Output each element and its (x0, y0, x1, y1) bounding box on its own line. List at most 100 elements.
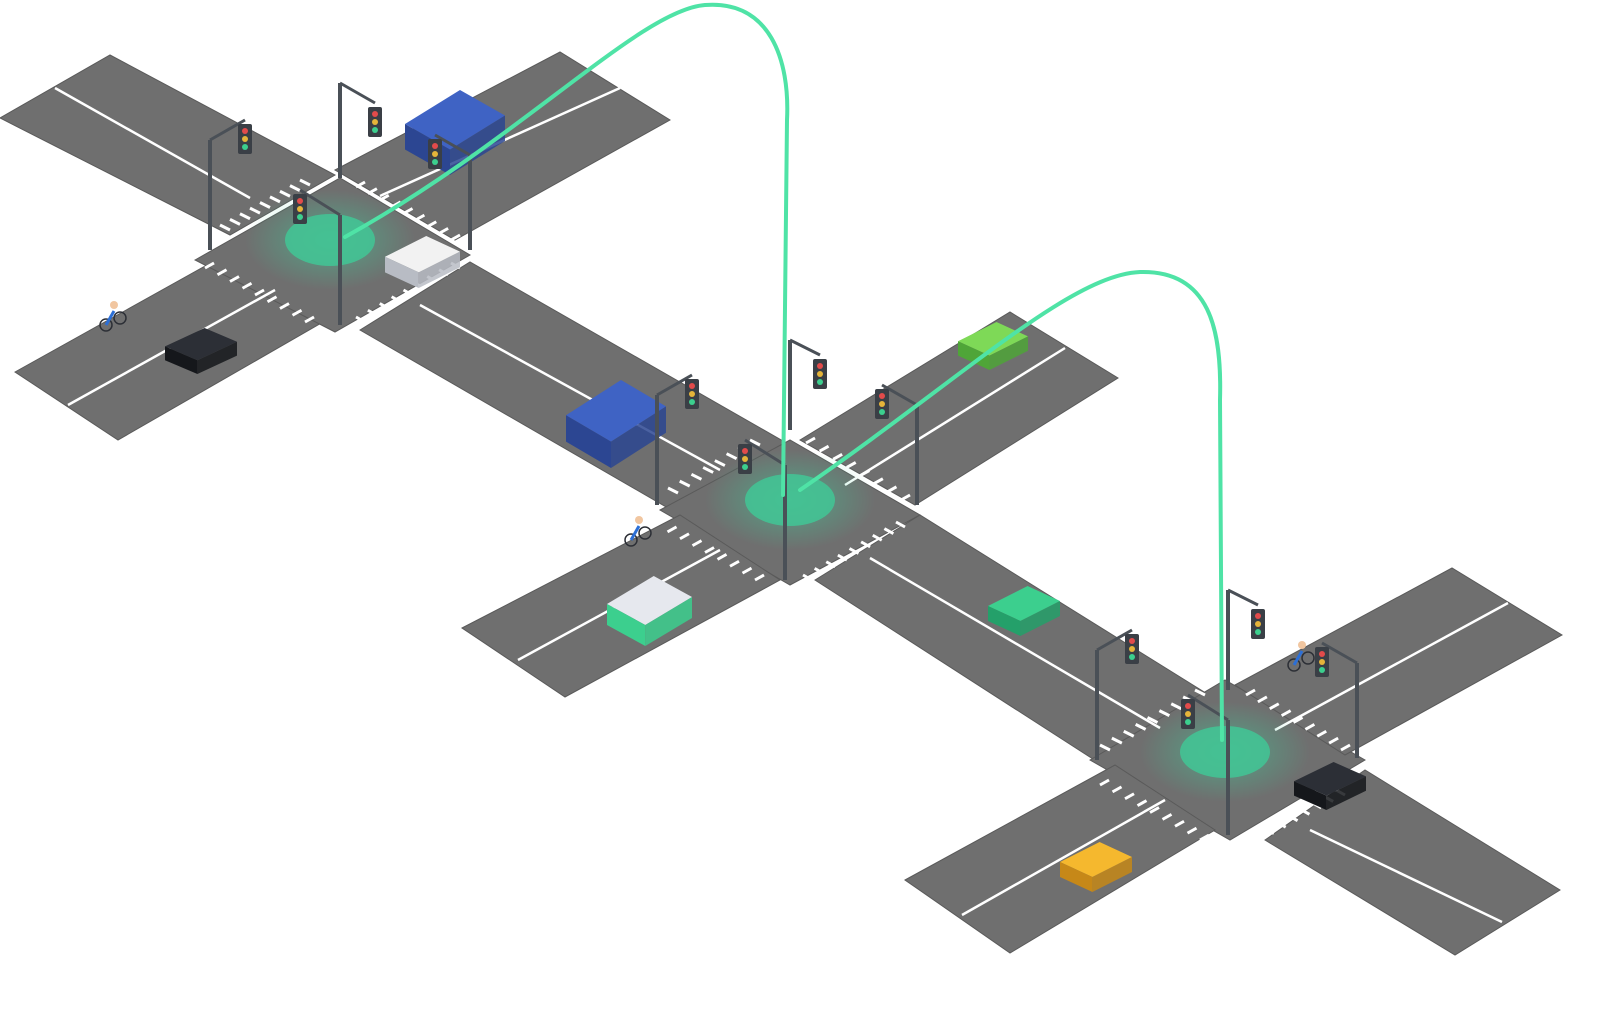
vehicle-car (385, 236, 460, 288)
traffic-light-arm (1096, 628, 1133, 652)
crosswalk-stripe (402, 207, 414, 215)
crosswalk-stripe (813, 567, 825, 575)
traffic-light-green (1319, 667, 1325, 673)
crosswalk-stripe (1194, 688, 1206, 697)
traffic-light-amber (817, 371, 823, 377)
crosswalk-stripe (304, 315, 315, 324)
crosswalk-stripe (654, 518, 665, 527)
crosswalk-stripe (1340, 743, 1351, 752)
traffic-light-arm (1321, 641, 1358, 665)
vehicle-car-roof (385, 236, 460, 273)
crosswalk-stripe (741, 566, 753, 575)
vehicle-van (607, 576, 692, 646)
vehicle-car (958, 322, 1028, 370)
traffic-light-green (372, 127, 378, 133)
cyclist-body (1292, 650, 1304, 666)
vehicle-car-front (418, 251, 460, 288)
crosswalk-stripe (749, 438, 761, 447)
traffic-light-red (689, 383, 695, 389)
traffic-light-green (817, 379, 823, 385)
crosswalk-stripe (254, 288, 265, 297)
crosswalk-stripe (1316, 729, 1327, 738)
cyclist-wheel (113, 311, 127, 325)
vehicle-truck-roof (405, 90, 505, 150)
crosswalk-stripe (289, 184, 301, 192)
road-network (0, 51, 1563, 956)
vehicle-van-side (607, 604, 646, 646)
vehicle-car-side (385, 256, 419, 288)
cyclist-wheel (638, 526, 652, 540)
traffic-light-amber (297, 206, 303, 212)
traffic-light-icon (208, 118, 252, 250)
crosswalk-stripe (825, 560, 836, 569)
crosswalk-stripe (848, 547, 860, 555)
traffic-light-amber (1255, 621, 1261, 627)
vehicle-taxi-front (1092, 857, 1132, 892)
crosswalk-stripe (438, 227, 449, 235)
crosswalk-stripe (229, 275, 240, 283)
traffic-light-red (242, 128, 248, 134)
cyclist-wheel (624, 533, 638, 547)
traffic-light-icon (293, 188, 342, 325)
traffic-light-red (817, 363, 823, 369)
crosswalk-stripe (1174, 819, 1185, 828)
crosswalk-stripe (1123, 729, 1135, 738)
vehicle-suv-front (1326, 776, 1366, 810)
crosswalk-stripe (1264, 827, 1275, 835)
traffic-light-red (742, 448, 748, 454)
crosswalk-stripe (379, 302, 390, 310)
crosswalk-stripe (1111, 785, 1123, 794)
traffic-light-amber (1129, 646, 1135, 652)
traffic-light-red (297, 198, 303, 204)
crosswalk-stripe (266, 295, 278, 304)
vehicles (99, 90, 1366, 892)
traffic-light-icon (1095, 628, 1139, 760)
connection-line (798, 269, 1224, 742)
vehicle-van-front (645, 597, 692, 646)
crosswalk-stripe (837, 553, 848, 562)
lane-line (419, 303, 721, 472)
crosswalk-stripe (1287, 814, 1299, 823)
lane-line (1274, 601, 1509, 732)
crosswalk-stripe (390, 295, 402, 304)
crosswalk-stripe (1146, 716, 1159, 724)
cyclist-wheel (1301, 651, 1315, 665)
lane-line (54, 86, 251, 200)
crosswalk-stripe (1158, 709, 1171, 717)
connection-line (343, 2, 790, 497)
traffic-light-red (1319, 651, 1325, 657)
crosswalk-stripe (679, 532, 690, 541)
lane-line (961, 798, 1166, 917)
traffic-light-amber (689, 391, 695, 397)
cyclist-body (104, 310, 116, 326)
traffic-light-arm (789, 338, 821, 357)
vehicle-suv-front (197, 341, 237, 374)
crosswalk-stripe (729, 559, 740, 568)
crosswalk-stripe (355, 180, 366, 189)
vehicle-suv (1294, 762, 1366, 810)
traffic-light-amber (1319, 659, 1325, 665)
crosswalk-stripe (414, 213, 426, 222)
crosswalk-stripe (1280, 709, 1292, 717)
crosswalk-stripe (1099, 743, 1111, 752)
traffic-light-amber (242, 136, 248, 142)
vehicle-taxi-side (1060, 862, 1093, 892)
crosswalk-stripe (229, 218, 241, 226)
crosswalk-stripe (239, 212, 251, 221)
vehicle-truck-front (611, 406, 666, 468)
crosswalk-stripe (1245, 688, 1256, 697)
crosswalk-stripe (1292, 716, 1304, 724)
crosswalk-stripe (860, 540, 871, 549)
crosswalk-stripe (702, 466, 714, 474)
traffic-light-icon (1315, 641, 1359, 758)
crosswalk-stripe (249, 206, 261, 215)
vehicle-taxi (1060, 842, 1132, 892)
crosswalk-stripe (716, 553, 728, 561)
signal-glow-core (285, 214, 375, 266)
crosswalk-stripe (367, 187, 378, 195)
lane-line (1309, 828, 1503, 924)
vehicle-car-front (1020, 601, 1060, 636)
vehicle-van-roof (607, 576, 692, 625)
vehicle-truck-roof (566, 380, 666, 442)
